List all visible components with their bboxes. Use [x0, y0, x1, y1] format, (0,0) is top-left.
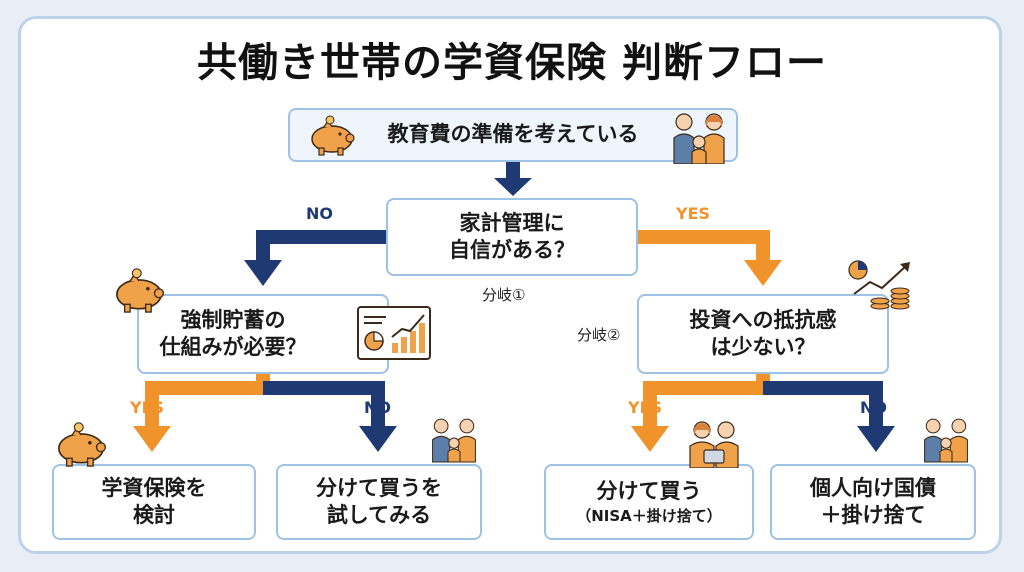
- question-household-line1: 家計管理に: [459, 210, 565, 235]
- result-jgb-term-line1: 個人向け国債: [810, 475, 936, 500]
- label-q3-no: NO: [860, 398, 887, 417]
- family-icon: [924, 418, 968, 463]
- label-q2-yes: YES: [130, 398, 165, 417]
- label-q1-yes: YES: [676, 204, 711, 223]
- arrow-q2-no: [263, 381, 397, 452]
- chart-icon: [357, 306, 431, 360]
- start-node: 教育費の準備を考えている: [288, 108, 738, 162]
- result-education-insurance-line1: 学資保険を: [101, 475, 207, 500]
- result-education-insurance: 学資保険を 検討: [52, 464, 256, 540]
- arrow-q3-no: [763, 381, 895, 452]
- question-household: 家計管理に 自信がある？: [386, 198, 638, 276]
- result-try-separate-line1: 分けて買うを: [316, 475, 442, 500]
- question-investment-line1: 投資への抵抗感: [689, 307, 837, 332]
- result-jgb-term-line2: ＋掛け捨て: [820, 503, 926, 527]
- couple-icon: [689, 421, 739, 468]
- label-q2-no: NO: [364, 398, 391, 417]
- question-investment: 投資への抵抗感 は少ない？: [637, 294, 889, 374]
- start-node-text: 教育費の準備を考えている: [387, 122, 639, 147]
- family-icon: [432, 418, 476, 463]
- piggy-bank-icon: [116, 268, 165, 313]
- growth-coins-icon: [848, 260, 910, 310]
- result-try-separate-line2: 試してみる: [326, 503, 432, 527]
- question-investment-line2: は少ない？: [710, 335, 816, 359]
- result-try-separate: 分けて買うを 試してみる: [276, 464, 482, 540]
- piggy-bank-icon: [311, 115, 355, 156]
- label-q1-no: NO: [306, 204, 333, 223]
- result-nisa-term: 分けて買う （NISA＋掛け捨て）: [544, 464, 754, 540]
- arrow-q1-yes: [637, 230, 782, 286]
- arrow-q1-no: [244, 230, 388, 286]
- family-icon: [673, 113, 725, 164]
- branch-label-2: 分岐②: [577, 326, 621, 344]
- piggy-bank-icon: [58, 422, 107, 467]
- label-q3-yes: YES: [628, 398, 663, 417]
- result-nisa-term-line1: 分けて買う: [596, 478, 702, 503]
- arrow-start-to-q1: [494, 161, 532, 196]
- question-household-line2: 自信がある？: [449, 238, 575, 262]
- question-forced-savings: 強制貯蓄の 仕組みが必要？: [137, 294, 389, 374]
- page-title: 共働き世帯の学資保険 判断フロー: [197, 40, 827, 86]
- question-forced-savings-line2: 仕組みが必要？: [159, 335, 307, 359]
- result-nisa-term-line2: （NISA＋掛け捨て）: [576, 506, 722, 525]
- result-jgb-term: 個人向け国債 ＋掛け捨て: [770, 464, 976, 540]
- question-forced-savings-line1: 強制貯蓄の: [180, 307, 286, 332]
- result-education-insurance-line2: 検討: [133, 503, 175, 527]
- branch-label-1: 分岐①: [482, 286, 526, 304]
